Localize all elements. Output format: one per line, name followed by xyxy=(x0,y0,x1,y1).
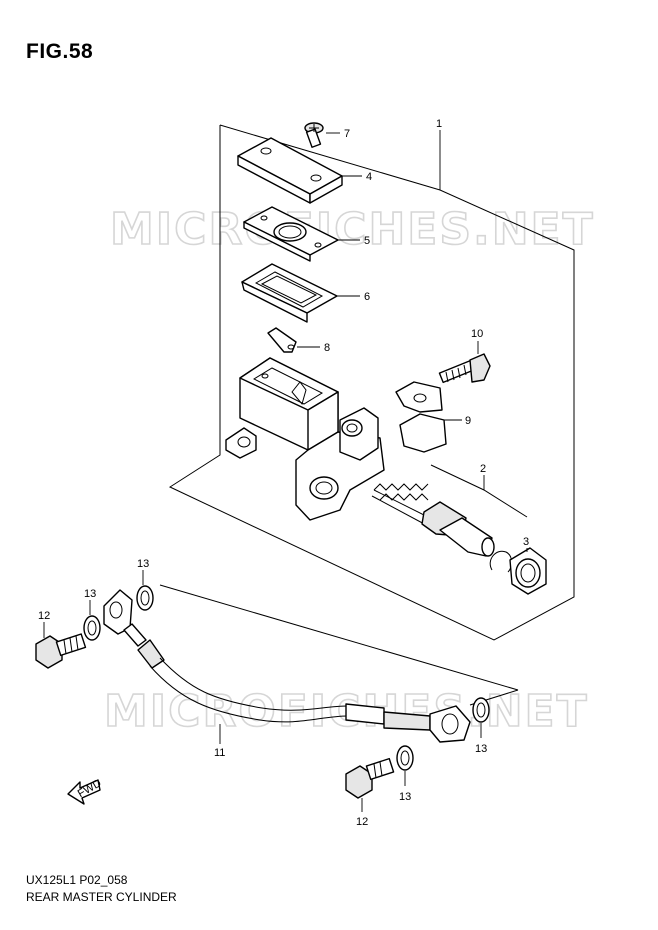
diaphragm-part-6 xyxy=(241,263,338,323)
assembly-outline xyxy=(168,124,575,641)
callout-5: 5 xyxy=(364,235,370,247)
callout-3: 3 xyxy=(523,536,529,548)
boot-part-3 xyxy=(489,547,547,595)
callout-10: 10 xyxy=(471,328,483,340)
clamp-part-9 xyxy=(395,381,447,453)
callout-4: 4 xyxy=(366,171,372,183)
callout-1: 1 xyxy=(436,118,442,130)
forward-arrow: FWD xyxy=(67,777,104,805)
washer-right-2 xyxy=(396,745,414,771)
callout-6: 6 xyxy=(364,291,370,303)
callout-13-left-1: 13 xyxy=(84,588,96,600)
figure-name: REAR MASTER CYLINDER xyxy=(26,890,177,904)
callout-8: 8 xyxy=(324,342,330,354)
figure-title: FIG.58 xyxy=(26,40,94,63)
washer-left-2 xyxy=(136,585,154,611)
cap-part-4 xyxy=(237,137,343,204)
callout-9: 9 xyxy=(465,415,471,427)
callout-12-left: 12 xyxy=(38,610,50,622)
callout-12-right: 12 xyxy=(356,816,368,828)
fwd-label: FWD xyxy=(76,777,104,800)
washer-right-1 xyxy=(472,697,490,723)
piston-part-2 xyxy=(371,483,495,557)
master-cylinder-body xyxy=(225,357,385,521)
figure-code: UX125L1 P02_058 xyxy=(26,873,128,887)
banjo-bolt-right xyxy=(345,757,395,799)
screw-part-7 xyxy=(304,122,324,148)
bolt-part-10 xyxy=(438,353,491,384)
banjo-bolt-left xyxy=(35,633,87,669)
watermark-top: MICROFICHES.NET xyxy=(110,204,595,255)
brake-hose-part-11 xyxy=(103,589,471,743)
callout-13-left-2: 13 xyxy=(137,558,149,570)
callout-13-right-1: 13 xyxy=(475,743,487,755)
callout-11: 11 xyxy=(214,747,225,759)
washer-left-1 xyxy=(83,615,101,641)
callout-7: 7 xyxy=(344,128,350,140)
callout-13-right-2: 13 xyxy=(399,791,411,803)
plate-part-5 xyxy=(243,206,339,262)
clip-part-8 xyxy=(267,327,297,353)
callout-2: 2 xyxy=(480,463,486,475)
